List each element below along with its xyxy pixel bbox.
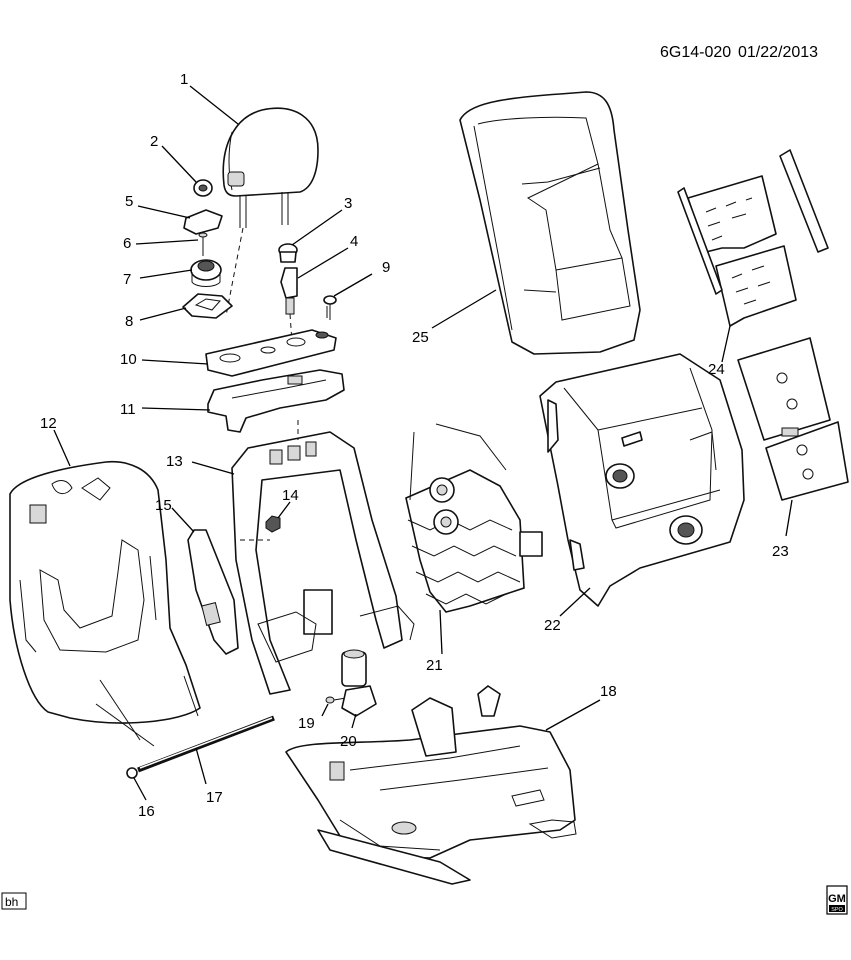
callout-2: 2 [150,133,158,150]
gm-logo: GM SPO [826,885,848,915]
callout-16: 16 [138,803,155,820]
callout-17: 17 [206,789,223,806]
callout-labels: 1 2 3 4 5 6 7 8 9 10 11 12 13 14 15 16 1… [40,71,789,820]
part-1-headrest [222,107,319,317]
corner-tag: bh [1,892,27,910]
part-4-latch [280,267,298,343]
callout-1: 1 [180,71,188,88]
callout-15: 15 [155,497,172,514]
part-11-trim [207,369,345,433]
svg-text:SPO: SPO [831,907,843,913]
callout-20: 20 [340,733,357,750]
callout-22: 22 [544,617,561,634]
part-21-lumbar [405,423,543,613]
part-25-back-cushion [459,91,641,355]
callout-11: 11 [120,401,136,418]
part-8-bezel [182,293,233,319]
part-23-heater-pad [737,337,849,501]
part-20-motor [341,649,377,717]
part-9-pin [323,295,337,320]
part-12-back-panel [9,460,201,747]
callout-8: 8 [125,313,133,330]
part-24-heater-element [677,149,829,327]
part-22-back-cover [539,353,745,607]
part-3-guide [278,243,298,263]
callout-9: 9 [382,259,390,276]
callout-12: 12 [40,415,57,432]
callout-24: 24 [708,361,725,378]
part-13-frame [231,420,415,695]
part-6-screw [198,232,208,256]
part-10-bracket [205,329,337,377]
callout-13: 13 [166,453,183,470]
diagram-date: 01/22/2013 [738,44,818,61]
callout-21: 21 [426,657,443,674]
callout-7: 7 [123,271,131,288]
callout-5: 5 [125,193,133,210]
callout-18: 18 [600,683,617,700]
callout-4: 4 [350,233,358,250]
callout-25: 25 [412,329,429,346]
part-16-clip [126,767,138,779]
part-15-side-trim [187,529,239,655]
part-14-nut [265,515,281,533]
callout-3: 3 [344,195,352,212]
callout-6: 6 [123,235,131,252]
diagram-code: 6G14-020 [660,44,731,61]
part-5-cap [183,209,223,235]
part-2-bushing [193,179,213,197]
callout-14: 14 [282,487,299,504]
callout-10: 10 [120,351,137,368]
svg-text:bh: bh [5,895,18,909]
part-18-seat-cushion [285,685,577,885]
callout-19: 19 [298,715,315,732]
callout-23: 23 [772,543,789,560]
leader-lines [53,85,793,801]
part-17-rod [137,715,275,773]
svg-text:GM: GM [828,893,846,905]
part-7-guide [190,259,222,287]
